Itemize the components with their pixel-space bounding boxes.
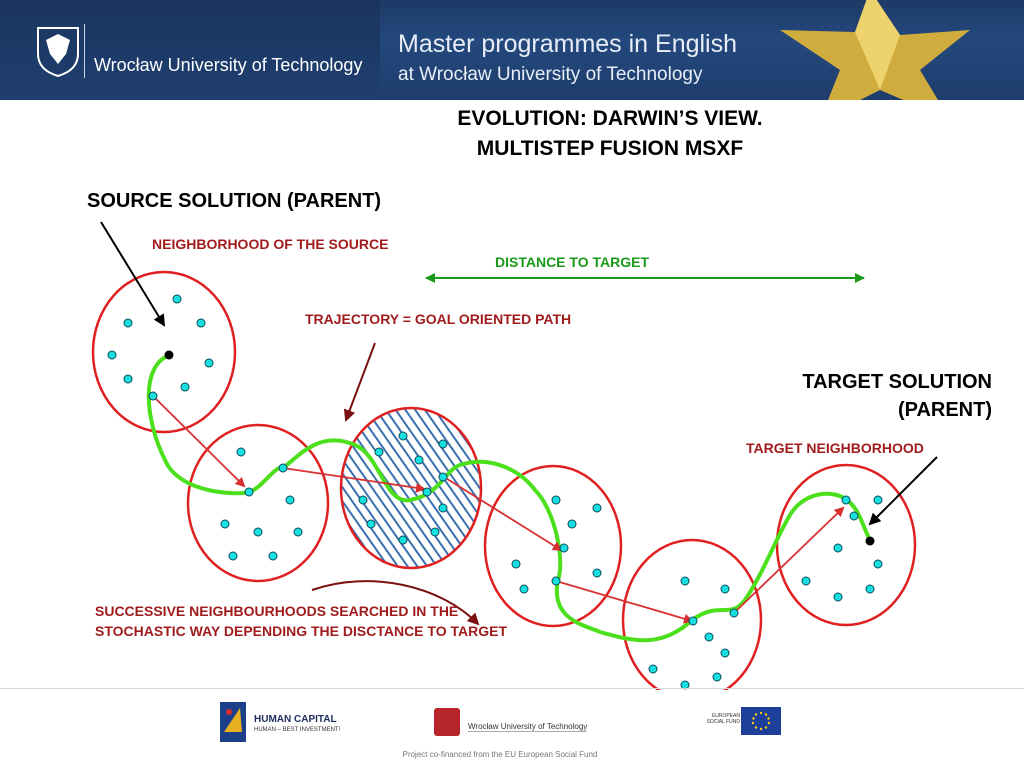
candidate-dot xyxy=(712,672,722,682)
star-decoration xyxy=(780,0,970,100)
candidate-dot xyxy=(567,519,577,529)
candidate-dot xyxy=(833,592,843,602)
candidate-dot xyxy=(398,431,408,441)
candidate-dot xyxy=(180,382,190,392)
candidate-dot xyxy=(414,455,424,465)
candidate-dot xyxy=(704,632,714,642)
candidate-dot xyxy=(244,487,254,497)
candidate-dot xyxy=(172,294,182,304)
esf-label: EUROPEAN SOCIAL FUND xyxy=(706,713,740,725)
candidate-dot xyxy=(148,391,158,401)
wut-footer-logo xyxy=(434,708,460,736)
target-solution-point xyxy=(865,536,875,546)
candidate-dot xyxy=(430,527,440,537)
human-capital-title: HUMAN CAPITAL xyxy=(254,714,337,725)
step-arrow-1 xyxy=(152,395,246,488)
msxf-diagram xyxy=(91,221,938,690)
neighborhood-circle-source xyxy=(91,270,237,434)
candidate-dot xyxy=(398,535,408,545)
neighborhood-source-label: NEIGHBORHOOD OF THE SOURCE xyxy=(152,236,389,252)
candidate-dot xyxy=(841,495,851,505)
candidate-dot xyxy=(253,527,263,537)
footer-divider xyxy=(0,688,1024,689)
candidate-dot xyxy=(720,648,730,658)
candidate-dot xyxy=(648,664,658,674)
header-divider xyxy=(84,24,85,78)
neighborhood-circle-2 xyxy=(186,423,330,583)
candidate-dot xyxy=(511,559,521,569)
cofinanced-note: Project co-financed from the EU European… xyxy=(402,750,598,759)
candidate-dots xyxy=(107,294,883,690)
candidate-dot xyxy=(592,503,602,513)
source-solution-label: SOURCE SOLUTION (PARENT) xyxy=(87,190,382,212)
candidate-dot xyxy=(278,463,288,473)
candidate-dot xyxy=(680,680,690,690)
candidate-dot xyxy=(680,576,690,586)
neighborhood-circle-4 xyxy=(483,464,623,628)
source-solution-point xyxy=(164,350,174,360)
candidate-dot xyxy=(358,495,368,505)
university-eagle-logo xyxy=(37,27,79,78)
candidate-dot xyxy=(366,519,376,529)
step-arrow-3 xyxy=(443,476,563,552)
candidate-dot xyxy=(438,503,448,513)
slide-title: EVOLUTION: DARWIN’S VIEW. MULTISTEP FUSI… xyxy=(380,104,840,164)
candidate-dot xyxy=(220,519,230,529)
candidate-dot xyxy=(236,447,246,457)
candidate-dot xyxy=(849,511,859,521)
candidate-dot xyxy=(107,350,117,360)
programme-title: Master programmes in English xyxy=(398,30,738,58)
candidate-dot xyxy=(519,584,529,594)
source-pointer-arrow xyxy=(100,221,166,327)
candidate-dot xyxy=(559,543,569,553)
wut-footer-name: Wrocław University of Technology xyxy=(468,722,588,732)
candidate-dot xyxy=(551,576,561,586)
candidate-dot xyxy=(123,318,133,328)
candidate-dot xyxy=(438,439,448,449)
neighborhood-circle-hatched xyxy=(339,406,483,570)
candidate-dot xyxy=(688,616,698,626)
target-solution-label: TARGET SOLUTION (PARENT) xyxy=(802,371,992,421)
candidate-dot xyxy=(228,551,238,561)
trajectory-label: TRAJECTORY = GOAL ORIENTED PATH xyxy=(305,311,572,327)
candidate-dot xyxy=(123,374,133,384)
human-capital-logo xyxy=(220,702,246,742)
candidate-dot xyxy=(438,472,448,482)
candidate-dot xyxy=(801,576,811,586)
candidate-dot xyxy=(374,447,384,457)
candidate-dot xyxy=(293,527,303,537)
programme-subtitle: at Wrocław University of Technology xyxy=(398,64,703,85)
slide-title-line2: MULTISTEP FUSION MSXF xyxy=(476,137,744,160)
candidate-dot xyxy=(865,584,875,594)
university-name: Wrocław University of Technology xyxy=(94,55,363,75)
step-arrow-5 xyxy=(734,506,845,613)
target-pointer-arrow xyxy=(868,456,938,526)
slide-title-line1: EVOLUTION: DARWIN’S VIEW. xyxy=(457,107,763,130)
candidate-dot xyxy=(196,318,206,328)
candidate-dot xyxy=(833,543,843,553)
step-arrow-2 xyxy=(282,467,426,493)
human-capital-subtitle: HUMAN – BEST INVESTMENT! xyxy=(254,727,341,733)
successive-neighbourhoods-label: SUCCESSIVE NEIGHBOURHOODS SEARCHED IN TH… xyxy=(95,603,508,639)
trajectory-pointer-arrow xyxy=(343,342,376,422)
candidate-dot xyxy=(873,559,883,569)
candidate-dot xyxy=(729,608,739,618)
candidate-dot xyxy=(720,584,730,594)
candidate-dot xyxy=(551,495,561,505)
successive-pointer-arrow xyxy=(311,580,480,626)
step-arrow-4 xyxy=(555,580,694,624)
candidate-dot xyxy=(422,487,432,497)
candidate-dot xyxy=(592,568,602,578)
neighborhood-circle-target xyxy=(775,463,917,627)
distance-to-target-label: DISTANCE TO TARGET xyxy=(495,254,649,270)
candidate-dot xyxy=(873,495,883,505)
eu-flag-icon xyxy=(741,707,781,735)
target-neighborhood-label: TARGET NEIGHBORHOOD xyxy=(746,440,924,456)
candidate-dot xyxy=(204,358,214,368)
header-banner: Wrocław University of Technology Master … xyxy=(0,0,1024,100)
neighborhood-circle-5 xyxy=(621,538,763,690)
candidate-dot xyxy=(268,551,278,561)
candidate-dot xyxy=(285,495,295,505)
